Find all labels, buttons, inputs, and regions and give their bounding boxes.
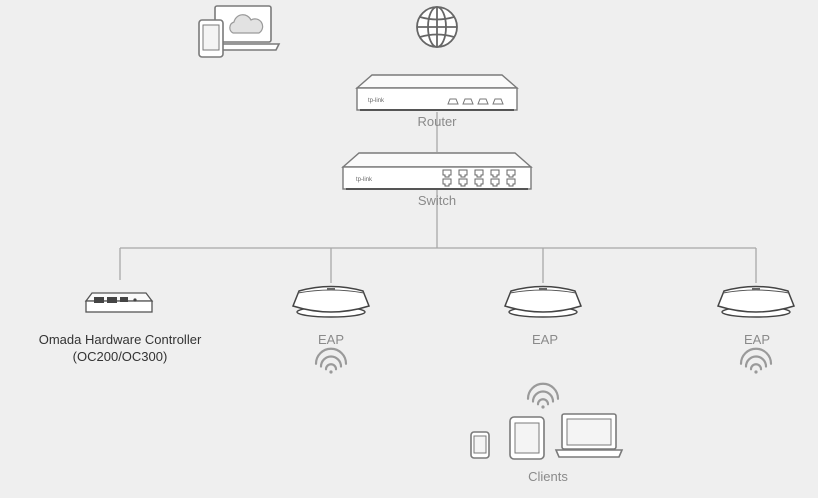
switch-port — [458, 178, 468, 187]
laptop-cloud-icon — [198, 5, 281, 58]
client-laptop-icon — [554, 413, 624, 458]
ceiling-access-point-icon — [504, 285, 582, 318]
client-devices-icon — [470, 413, 624, 460]
switch-port — [442, 169, 452, 178]
switch-port — [474, 169, 484, 178]
eap-label-2: EAP — [531, 332, 558, 347]
switch-label: Switch — [417, 193, 457, 208]
clients-label: Clients — [528, 469, 568, 484]
switch-brand-logo: tp-link — [356, 177, 373, 183]
router-brand-logo: tp-link — [368, 98, 385, 104]
router-icon: tp-link — [355, 74, 519, 111]
eap-label-3: EAP — [743, 332, 770, 347]
wifi-signal-icon — [314, 347, 348, 374]
controller-label-line2: (OC200/OC300) — [72, 349, 168, 364]
switch-port — [490, 178, 500, 187]
controller-label-line1: Omada Hardware Controller — [38, 332, 202, 347]
switch-port — [474, 178, 484, 187]
router-label: Router — [417, 114, 457, 129]
eap-label-1: EAP — [317, 332, 344, 347]
switch-port — [458, 169, 468, 178]
switch-port — [490, 169, 500, 178]
globe-icon — [416, 6, 458, 48]
switch-port — [442, 178, 452, 187]
connection-lines — [119, 112, 757, 283]
switch-port — [506, 169, 516, 178]
wifi-signal-icon — [739, 347, 773, 374]
switch-icon: tp-link — [341, 152, 533, 190]
switch-port — [506, 178, 516, 187]
wifi-signal-icon — [526, 382, 560, 409]
ceiling-access-point-icon — [717, 285, 795, 318]
hardware-controller-icon — [84, 292, 154, 313]
ceiling-access-point-icon — [292, 285, 370, 318]
